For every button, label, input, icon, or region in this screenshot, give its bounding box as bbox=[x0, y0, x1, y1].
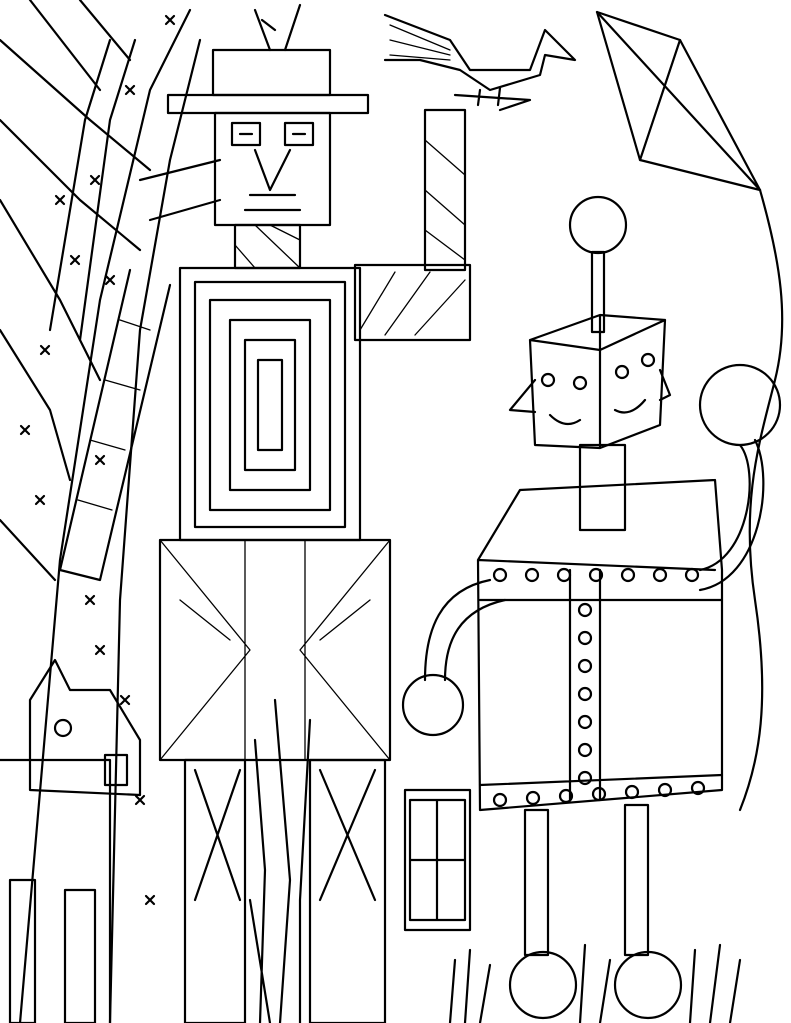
cross-mark bbox=[84, 594, 96, 606]
rivet bbox=[588, 567, 604, 583]
building bbox=[0, 758, 112, 1023]
rivet bbox=[624, 784, 640, 800]
cross-mark bbox=[164, 14, 176, 26]
antenna-ball bbox=[568, 195, 628, 255]
rivet bbox=[652, 567, 668, 583]
cross-mark bbox=[119, 694, 131, 706]
tree-cross-marks bbox=[19, 14, 176, 906]
rivets bbox=[492, 567, 706, 808]
torso bbox=[178, 266, 362, 542]
bird bbox=[383, 13, 577, 112]
rivet bbox=[577, 658, 593, 674]
tree bbox=[0, 0, 222, 1023]
cross-mark bbox=[34, 494, 46, 506]
cross-mark bbox=[69, 254, 81, 266]
cross-mark bbox=[104, 274, 116, 286]
house-cat bbox=[28, 658, 142, 797]
rivet bbox=[591, 786, 607, 802]
robot-left-arm bbox=[423, 578, 507, 682]
robot-right-arm bbox=[698, 438, 765, 592]
rivet bbox=[577, 602, 593, 618]
kite-string bbox=[738, 188, 784, 812]
robot-body bbox=[476, 478, 724, 812]
right-arm bbox=[353, 263, 472, 342]
neck bbox=[233, 223, 302, 270]
cross-mark bbox=[19, 424, 31, 436]
robot-left-hand bbox=[401, 673, 465, 737]
rivet bbox=[684, 567, 700, 583]
kite bbox=[595, 10, 784, 812]
robot-right-leg bbox=[623, 803, 650, 957]
raised-forearm bbox=[423, 108, 467, 272]
rivet bbox=[577, 630, 593, 646]
hat-feather bbox=[253, 3, 302, 52]
cross-mark bbox=[39, 344, 51, 356]
grass bbox=[448, 943, 742, 1023]
cross-mark bbox=[54, 194, 66, 206]
man-figure bbox=[58, 3, 472, 1023]
rivet bbox=[690, 780, 706, 796]
hat-brim bbox=[166, 93, 370, 115]
rivet bbox=[620, 567, 636, 583]
rivet bbox=[657, 782, 673, 798]
grass-blades bbox=[248, 698, 312, 1023]
right-leg bbox=[308, 758, 387, 1023]
rivet bbox=[492, 567, 508, 583]
cross-mark bbox=[89, 174, 101, 186]
rivet bbox=[577, 770, 593, 786]
robot-right-foot bbox=[613, 950, 683, 1020]
hat-top bbox=[211, 48, 332, 97]
rivet bbox=[558, 788, 574, 804]
cross-mark bbox=[94, 644, 106, 656]
rivet bbox=[556, 567, 572, 583]
rivet bbox=[577, 742, 593, 758]
robot-head bbox=[528, 313, 667, 450]
rivet bbox=[524, 567, 540, 583]
left-arm bbox=[58, 268, 172, 582]
cross-mark bbox=[124, 84, 136, 96]
robot bbox=[401, 195, 782, 1020]
rivet bbox=[525, 790, 541, 806]
rivet bbox=[492, 792, 508, 808]
rivet bbox=[577, 686, 593, 702]
window bbox=[403, 788, 472, 932]
antenna bbox=[590, 250, 606, 334]
cross-mark bbox=[134, 794, 146, 806]
rivet bbox=[577, 714, 593, 730]
robot-left-leg bbox=[523, 808, 550, 957]
cross-mark bbox=[94, 454, 106, 466]
robot-right-hand bbox=[698, 363, 782, 447]
left-leg bbox=[183, 758, 247, 1023]
robot-left-foot bbox=[508, 950, 578, 1020]
hips bbox=[158, 538, 392, 762]
cross-mark bbox=[144, 894, 156, 906]
